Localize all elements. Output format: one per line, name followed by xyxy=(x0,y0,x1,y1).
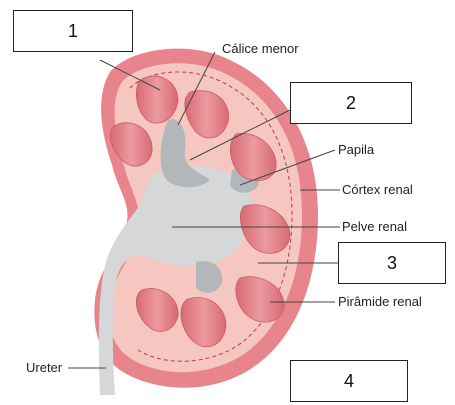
renal-pyramid xyxy=(136,76,178,123)
label-calice-menor: Cálice menor xyxy=(222,42,299,55)
label-cortex-renal: Córtex renal xyxy=(342,183,413,196)
answer-box-1[interactable]: 1 xyxy=(13,10,133,52)
label-pelve-renal: Pelve renal xyxy=(342,220,407,233)
label-ureter: Ureter xyxy=(26,361,62,374)
label-piramide-renal: Pirâmide renal xyxy=(338,295,422,308)
answer-box-3[interactable]: 3 xyxy=(338,242,446,284)
answer-box-4[interactable]: 4 xyxy=(290,360,408,402)
label-papila: Papila xyxy=(338,143,374,156)
answer-box-2[interactable]: 2 xyxy=(290,82,412,124)
